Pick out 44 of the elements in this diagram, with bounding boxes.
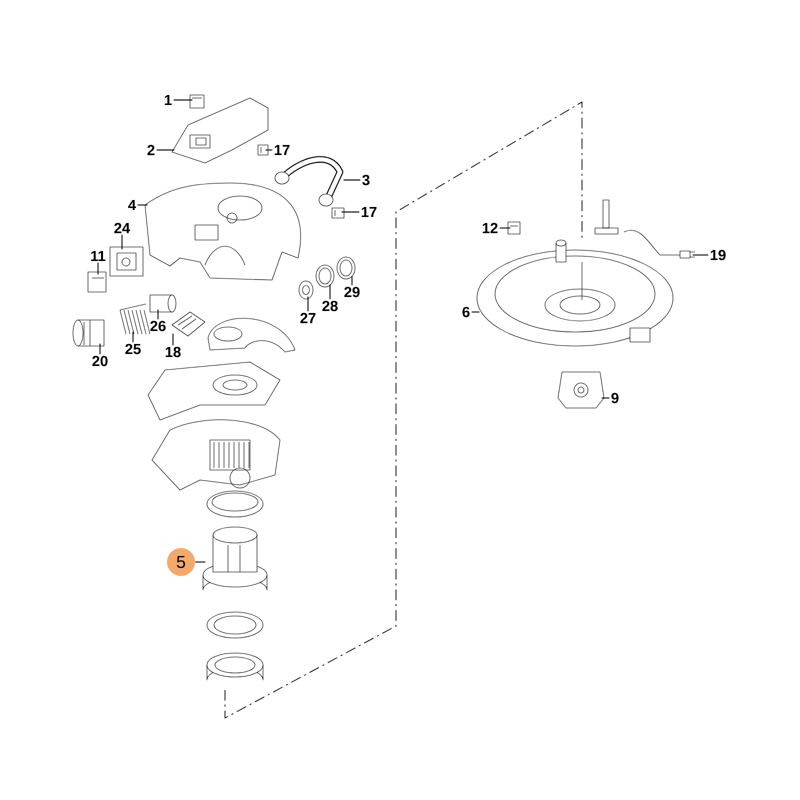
callout-number: 24 — [114, 222, 130, 234]
power-cord-drawing — [624, 230, 696, 258]
callout-number: 3 — [362, 174, 370, 186]
leader-line — [132, 331, 134, 343]
callout-number: 27 — [300, 312, 316, 324]
handle-drawing — [274, 156, 344, 206]
knob-drawing — [88, 272, 106, 292]
bolt-drawing — [258, 144, 268, 156]
ring-drawing — [336, 256, 356, 280]
callout-number: 25 — [125, 344, 141, 354]
callout-number: 11 — [91, 250, 106, 262]
nut-drawing — [298, 280, 314, 300]
callout-number: 2 — [147, 144, 154, 156]
grid-drawing — [172, 312, 206, 336]
tube-drawing — [150, 294, 176, 312]
callout-number: 17 — [362, 206, 376, 218]
filter-frame-drawing — [110, 246, 144, 276]
leader-line — [692, 254, 709, 256]
callout-number: 4 — [128, 200, 136, 210]
motor-drawing — [202, 526, 268, 590]
clip-drawing — [190, 94, 204, 108]
base-drawing — [476, 240, 674, 346]
foot-drawing — [558, 372, 604, 408]
spring-drawing — [120, 304, 150, 334]
callout-number: 19 — [710, 250, 726, 260]
callout-number: 18 — [166, 346, 181, 358]
callout-number: 26 — [150, 320, 166, 332]
bolt-drawing — [332, 208, 344, 218]
callout-number: 29 — [344, 286, 360, 298]
leader-line — [137, 204, 148, 206]
callout-number: 9 — [611, 392, 619, 404]
clip-drawing — [508, 222, 520, 234]
leader-line — [172, 333, 174, 346]
callout-number: 1 — [164, 94, 172, 106]
nozzle-drawing — [72, 320, 104, 346]
callout-number: 20 — [92, 356, 108, 366]
callout-number: 6 — [462, 306, 470, 318]
callout-number: 12 — [482, 222, 498, 234]
highlighted-callout-number: 5 — [167, 548, 195, 576]
clamp-drawing — [316, 264, 334, 288]
callout-number: 17 — [274, 144, 290, 156]
callout-number: 28 — [322, 300, 338, 312]
lid-drawing — [172, 98, 268, 164]
hood-drawing — [144, 182, 301, 280]
